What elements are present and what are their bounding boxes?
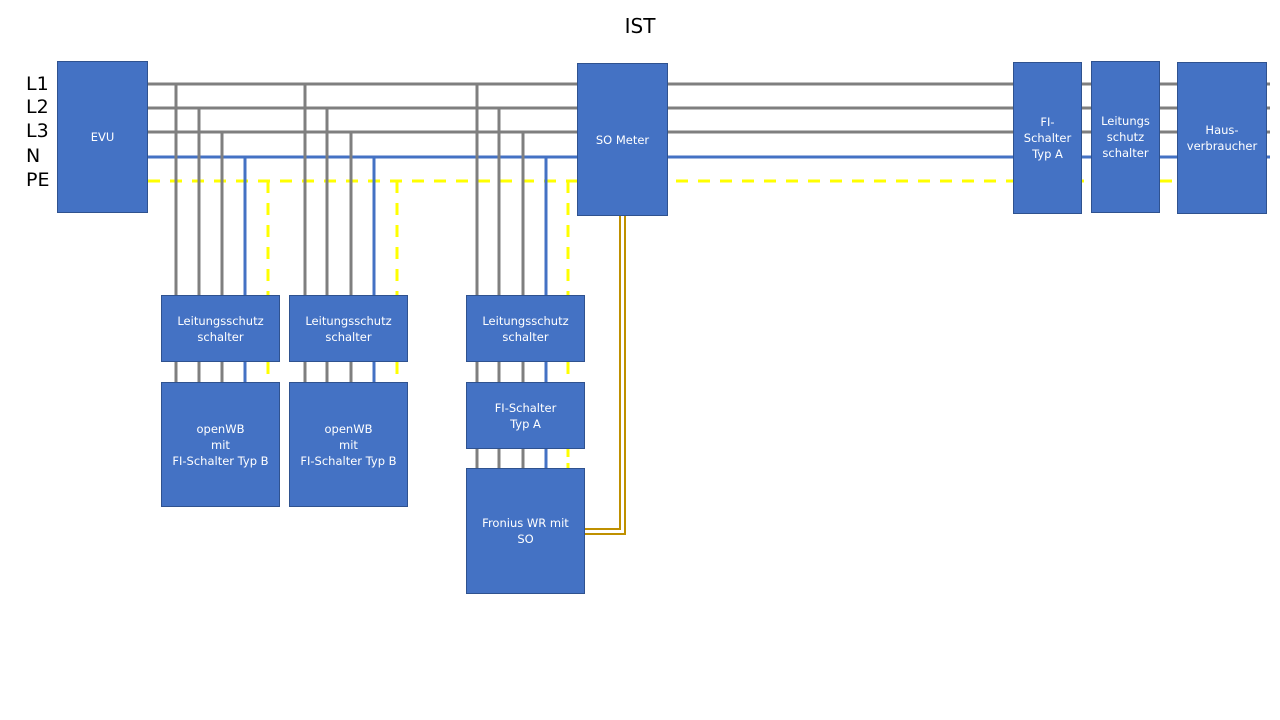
s0-meter-box: SO Meter (577, 63, 668, 216)
circuit-breaker-wb1-box: Leitungsschutz schalter (161, 295, 280, 362)
s0-link-wire-b (585, 216, 626, 535)
evu-box: EVU (57, 61, 148, 213)
label-l3: L3 (26, 120, 49, 142)
circuit-breaker-main-box: Leitungs schutz schalter (1091, 61, 1160, 213)
label-n: N (26, 145, 41, 167)
fronius-inverter-box: Fronius WR mit SO (466, 468, 585, 594)
fi-switch-main-box: FI- Schalter Typ A (1013, 62, 1082, 214)
house-consumers-box: Haus- verbraucher (1177, 62, 1267, 214)
openwb-1-box: openWB mit FI-Schalter Typ B (161, 382, 280, 507)
circuit-breaker-wb2-box: Leitungsschutz schalter (289, 295, 408, 362)
fi-switch-inverter-box: FI-Schalter Typ A (466, 382, 585, 449)
label-l2: L2 (26, 96, 49, 118)
diagram-title: IST (624, 14, 656, 38)
s0-link-wire-a (585, 216, 621, 530)
label-pe: PE (26, 169, 50, 191)
openwb-2-box: openWB mit FI-Schalter Typ B (289, 382, 408, 507)
circuit-breaker-inverter-box: Leitungsschutz schalter (466, 295, 585, 362)
label-l1: L1 (26, 73, 49, 95)
